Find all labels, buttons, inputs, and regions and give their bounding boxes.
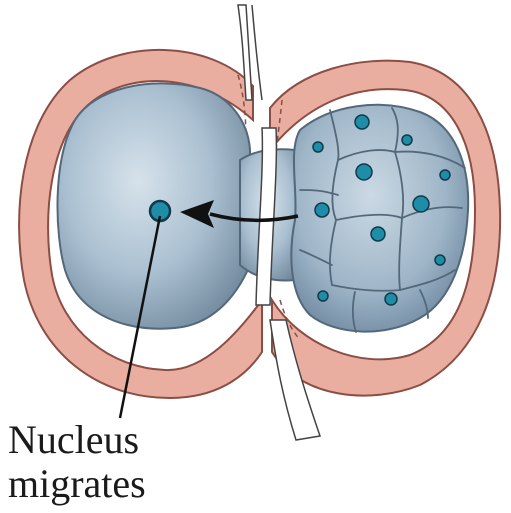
nucleus-icon — [315, 203, 329, 217]
nucleus-icon — [371, 227, 385, 241]
nucleus-icon — [356, 164, 372, 180]
label-line-1: Nucleus — [8, 418, 146, 462]
nucleus-icon — [413, 196, 429, 212]
nucleus-icon — [313, 142, 323, 152]
nucleus-icon — [402, 135, 412, 145]
nucleus-icon — [385, 293, 397, 305]
nucleus-icon — [318, 291, 328, 301]
label-line-2: migrates — [8, 462, 146, 506]
nucleus-icon — [440, 170, 450, 180]
nucleus-icon — [435, 255, 445, 265]
nucleus-icon — [355, 115, 369, 129]
nucleus-migrates-label: Nucleus migrates — [8, 418, 146, 506]
